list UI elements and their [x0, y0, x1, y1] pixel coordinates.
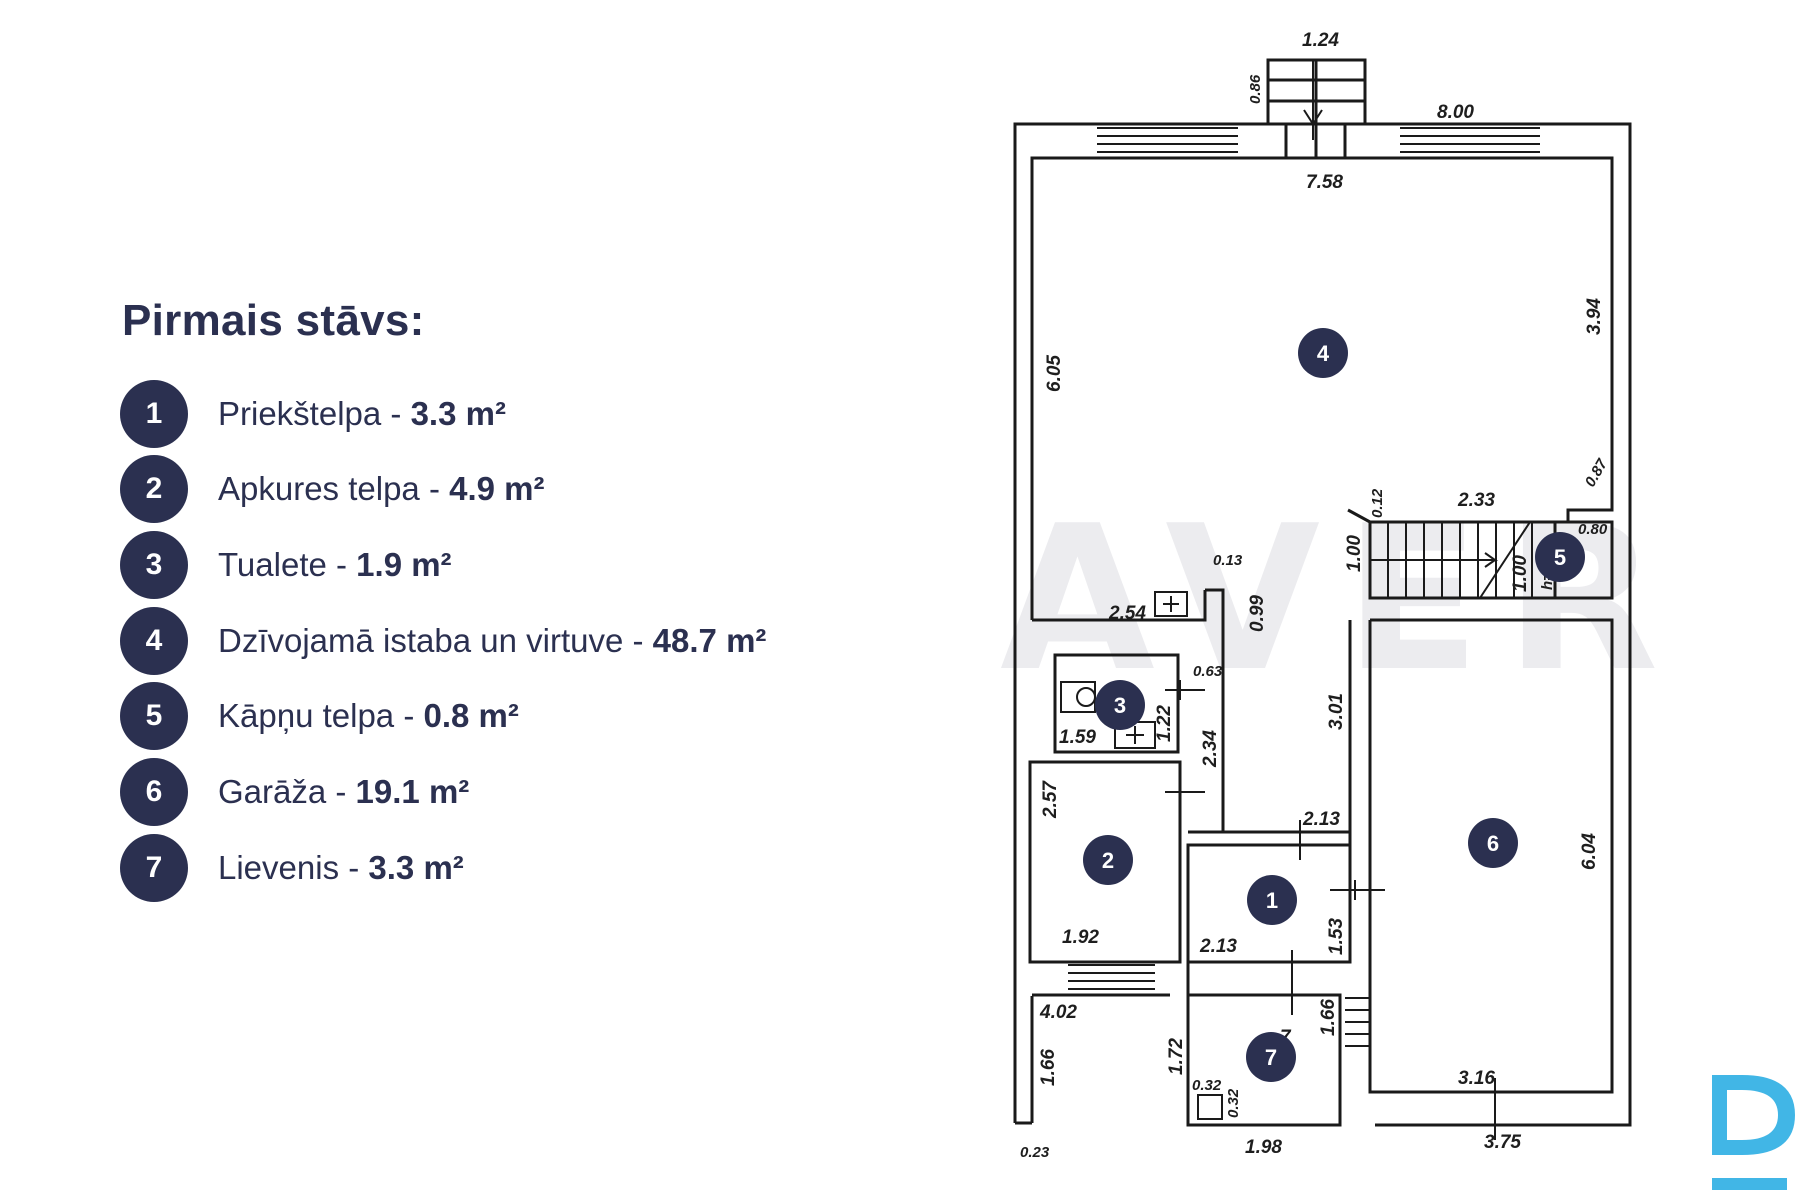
room-badge: 5 — [1535, 532, 1585, 582]
dim-label: 3.94 — [1584, 298, 1605, 335]
dim-label: 0.80 — [1578, 521, 1608, 538]
dim-label: 0.13 — [1213, 552, 1243, 569]
dim-label: 1.66 — [1318, 999, 1339, 1036]
dim-label: 2.33 — [1457, 490, 1495, 511]
dim-label: 2.13 — [1199, 936, 1237, 957]
dim-label: 1.72 — [1166, 1038, 1187, 1075]
room-badge: 3 — [1095, 680, 1145, 730]
dim-label: 0.63 — [1193, 663, 1223, 680]
legend-item: 3 Tualete - 1.9 m² — [120, 531, 452, 599]
dim-label: 3.75 — [1484, 1132, 1521, 1153]
dim-label: 7.58 — [1306, 172, 1343, 193]
legend-badge: 4 — [120, 607, 188, 675]
dim-label: 0.23 — [1020, 1144, 1050, 1161]
svg-text:4: 4 — [1317, 341, 1330, 366]
dim-label: 1.66 — [1038, 1049, 1059, 1086]
room-name: Garāža - — [218, 773, 356, 810]
dim-label: 2.13 — [1302, 809, 1340, 830]
logo-d-icon — [1712, 1075, 1795, 1155]
dim-label: 3.16 — [1458, 1068, 1495, 1089]
svg-text:2: 2 — [1102, 848, 1114, 873]
dim-label: 1.00 — [1510, 555, 1531, 592]
dim-label: 6.04 — [1579, 833, 1600, 870]
dim-label: 3.01 — [1326, 693, 1347, 730]
windows — [1068, 127, 1540, 1047]
room-area: 3.3 m² — [368, 849, 464, 886]
dim-label: 1.98 — [1245, 1137, 1282, 1158]
dim-label: 1.53 — [1326, 918, 1347, 955]
dim-label: 0.32 — [1225, 1088, 1242, 1118]
dim-label: 8.00 — [1437, 102, 1474, 123]
room-badge: 7 — [1246, 1032, 1296, 1082]
stair-treads — [1370, 521, 1533, 599]
room-name: Lievenis - — [218, 849, 369, 886]
room-area: 48.7 m² — [652, 622, 767, 659]
legend-badge: 7 — [120, 834, 188, 902]
room-name: Kāpņu telpa - — [218, 697, 424, 734]
dim-label: 0.12 — [1369, 488, 1386, 518]
legend-item: 4 Dzīvojamā istaba un virtuve - 48.7 m² — [120, 607, 766, 675]
legend-item: 2 Apkures telpa - 4.9 m² — [120, 455, 545, 523]
legend-item: 7 Lievenis - 3.3 m² — [120, 834, 464, 902]
dim-label: 4.02 — [1039, 1002, 1077, 1023]
door-marks — [1165, 680, 1496, 1140]
fixtures — [1060, 60, 1323, 1120]
legend-item: 5 Kāpņu telpa - 0.8 m² — [120, 682, 519, 750]
room-area: 4.9 m² — [449, 470, 545, 507]
brand-logo — [1712, 1075, 1795, 1190]
svg-text:1: 1 — [1266, 888, 1278, 913]
legend-badge: 5 — [120, 682, 188, 750]
dim-label: 0.99 — [1247, 595, 1268, 632]
dim-label: 2.57 — [1040, 780, 1061, 819]
room-badge: 2 — [1083, 835, 1133, 885]
dim-label: 1.59 — [1059, 727, 1096, 748]
svg-text:5: 5 — [1554, 545, 1566, 570]
room-badge: 1 — [1247, 875, 1297, 925]
legend-badge: 6 — [120, 758, 188, 826]
legend-item: 6 Garāža - 19.1 m² — [120, 758, 469, 826]
room-name: Priekštelpa - — [218, 395, 411, 432]
logo-bar — [1712, 1178, 1787, 1190]
dim-label: 2.54 — [1108, 603, 1146, 624]
room-badge: 6 — [1468, 818, 1518, 868]
legend-badge: 1 — [120, 380, 188, 448]
legend-badge: 3 — [120, 531, 188, 599]
room-name: Tualete - — [218, 546, 357, 583]
svg-text:3: 3 — [1114, 693, 1126, 718]
legend-badge: 2 — [120, 455, 188, 523]
svg-text:6: 6 — [1487, 831, 1499, 856]
room-name: Dzīvojamā istaba un virtuve - — [218, 622, 653, 659]
dim-label: 1.24 — [1302, 30, 1339, 51]
room-area: 1.9 m² — [356, 546, 452, 583]
room-area: 19.1 m² — [355, 773, 470, 810]
room-area: 0.8 m² — [423, 697, 519, 734]
room-badge: 4 — [1298, 328, 1348, 378]
room-name: Apkures telpa - — [218, 470, 450, 507]
dim-label: 6.05 — [1044, 355, 1065, 392]
dim-label: 1.00 — [1344, 535, 1365, 572]
legend-item: 1 Priekštelpa - 3.3 m² — [120, 380, 506, 448]
room-area: 3.3 m² — [410, 395, 506, 432]
dim-label: 0.32 — [1192, 1077, 1222, 1094]
dim-label: 1.22 — [1154, 705, 1175, 742]
dim-label: 1.92 — [1062, 927, 1099, 948]
svg-text:7: 7 — [1265, 1045, 1277, 1070]
dim-label: 2.34 — [1200, 730, 1221, 768]
dim-label: 0.86 — [1247, 74, 1264, 104]
legend-title: Pirmais stāvs: — [122, 296, 425, 345]
